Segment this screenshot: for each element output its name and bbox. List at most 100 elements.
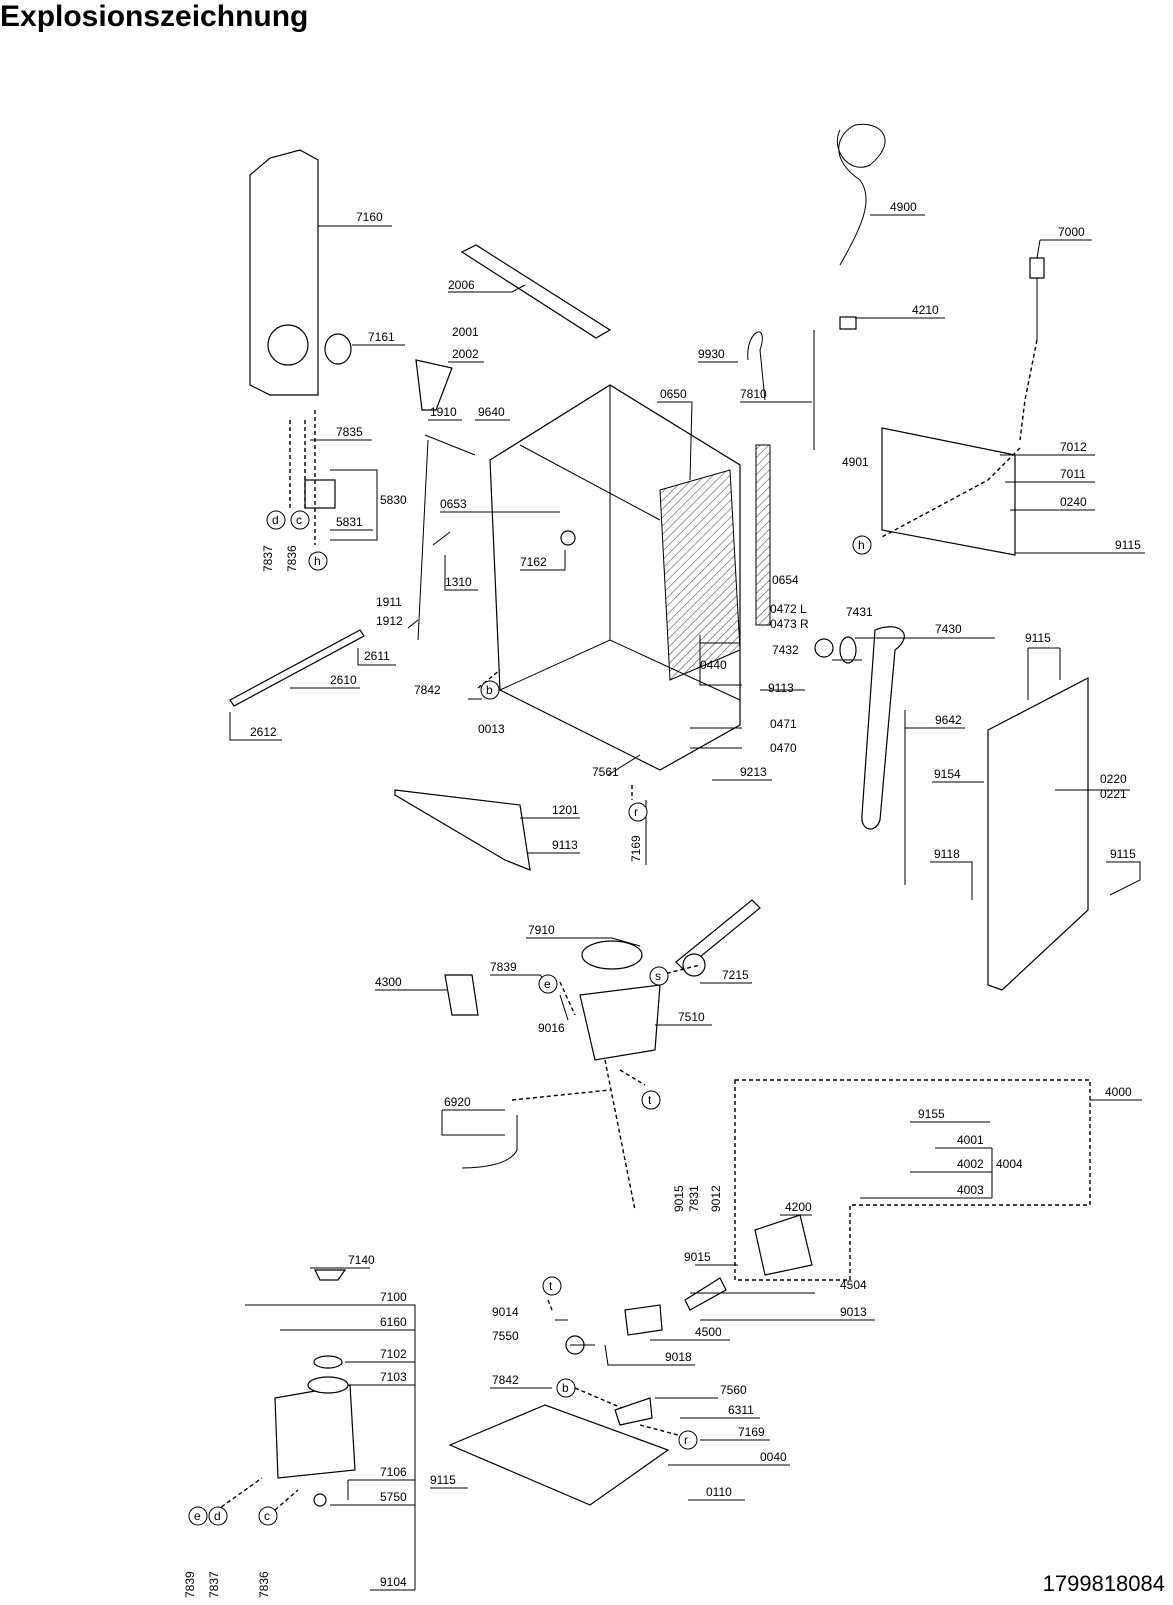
part-4200-pump <box>754 1214 813 1276</box>
callout-1911: 1911 <box>376 595 402 609</box>
marker-h-2: h <box>858 538 865 552</box>
dashed-connectors <box>209 339 1038 1516</box>
callout-9115-b: 9115 <box>1025 631 1051 645</box>
part-4504-pipe <box>684 1277 727 1311</box>
callout-labels: 7160 4900 7000 2006 4210 7161 2001 2002 … <box>183 200 1141 1598</box>
part-0220-door-panel <box>987 677 1089 991</box>
callout-7910: 7910 <box>528 923 555 937</box>
callout-7100: 7100 <box>380 1290 407 1304</box>
callout-7000: 7000 <box>1058 225 1085 239</box>
callout-7102: 7102 <box>380 1347 407 1361</box>
callout-9013: 9013 <box>840 1305 867 1319</box>
marker-e-1: e <box>544 977 551 991</box>
callout-2610: 2610 <box>330 673 357 687</box>
part-0653-seal <box>519 444 661 521</box>
callout-7103: 7103 <box>380 1370 407 1384</box>
callout-0653: 0653 <box>440 497 467 511</box>
part-7100-tank <box>274 1384 356 1479</box>
marker-d-2: d <box>214 1509 221 1523</box>
callout-2002: 2002 <box>452 347 479 361</box>
leader-lines <box>229 214 1145 1591</box>
callout-1910: 1910 <box>430 405 457 419</box>
part-0650-insulation <box>659 469 741 681</box>
part-1911-strip <box>417 439 429 641</box>
callout-7835: 7835 <box>336 425 363 439</box>
part-7835-valve <box>304 479 336 509</box>
callout-7836-b: 7836 <box>257 1571 271 1598</box>
callout-7161: 7161 <box>368 330 395 344</box>
part-4300-unit <box>444 974 479 1016</box>
part-7215-nut <box>682 953 706 977</box>
callout-7561: 7561 <box>592 765 619 779</box>
callout-4004: 4004 <box>996 1157 1023 1171</box>
marker-d-1: d <box>272 513 279 527</box>
callout-0440: 0440 <box>700 658 727 672</box>
callout-9640: 9640 <box>478 405 505 419</box>
callout-2612: 2612 <box>250 725 277 739</box>
callout-9014: 9014 <box>492 1305 519 1319</box>
part-7103-ring <box>307 1376 349 1394</box>
callout-7831: 7831 <box>687 1185 701 1212</box>
callout-4500: 4500 <box>695 1325 722 1339</box>
part-7510-sump <box>579 984 661 1061</box>
callout-9115-a: 9115 <box>1115 538 1141 552</box>
marker-b-1: b <box>486 683 493 697</box>
callout-2001: 2001 <box>452 325 479 339</box>
callout-0654: 0654 <box>772 573 799 587</box>
callout-4504: 4504 <box>840 1278 867 1292</box>
callout-7162: 7162 <box>520 555 547 569</box>
marker-s-1: s <box>655 969 661 983</box>
callout-7215: 7215 <box>722 968 749 982</box>
callout-4002: 4002 <box>957 1157 984 1171</box>
part-2610-rail <box>229 629 365 707</box>
callout-7839-b: 7839 <box>183 1571 197 1598</box>
callout-9155: 9155 <box>918 1107 945 1121</box>
part-7215-tube <box>675 899 761 971</box>
callout-9930: 9930 <box>698 347 725 361</box>
part-7000-valve <box>1029 257 1045 279</box>
marker-t-1: t <box>648 1093 652 1107</box>
page-title: Explosionszeichnung <box>0 0 309 33</box>
callout-0472: 0472 L <box>770 602 807 616</box>
callout-7560: 7560 <box>720 1383 747 1397</box>
callout-7106: 7106 <box>380 1465 407 1479</box>
callout-7837-b: 7837 <box>207 1571 221 1598</box>
part-7102-ring <box>313 1355 343 1369</box>
marker-e-2: e <box>194 1509 201 1523</box>
callout-7160: 7160 <box>356 210 383 224</box>
callout-4003: 4003 <box>957 1183 984 1197</box>
callout-0110: 0110 <box>706 1485 732 1499</box>
part-1201-cover <box>394 789 531 871</box>
document-number: 1799818084 <box>1042 1571 1165 1596</box>
callout-7842-b: 7842 <box>492 1373 519 1387</box>
part-0240-control-panel <box>881 427 1016 556</box>
callout-4200: 4200 <box>785 1200 812 1214</box>
callout-7169-a: 7169 <box>629 835 643 862</box>
callout-0220: 0220 <box>1100 772 1127 786</box>
callout-7810: 7810 <box>740 387 767 401</box>
callout-7550: 7550 <box>492 1329 519 1343</box>
callout-9015-b: 9015 <box>684 1250 711 1264</box>
callout-9016: 9016 <box>538 1021 565 1035</box>
callout-9642: 9642 <box>935 713 962 727</box>
callout-7837-a: 7837 <box>261 545 275 572</box>
callout-9018: 9018 <box>665 1350 692 1364</box>
callout-7839-a: 7839 <box>490 960 517 974</box>
callout-1201: 1201 <box>552 803 579 817</box>
callout-5750: 5750 <box>380 1490 407 1504</box>
part-4500-part <box>624 1304 663 1336</box>
callout-9213: 9213 <box>740 765 767 779</box>
callout-9113-a: 9113 <box>768 681 794 695</box>
callout-0013: 0013 <box>478 722 505 736</box>
marker-r-2: r <box>684 1433 688 1447</box>
callout-7430: 7430 <box>935 622 962 636</box>
callout-5830: 5830 <box>380 493 407 507</box>
callout-6920: 6920 <box>444 1095 471 1109</box>
callout-9015-a: 9015 <box>672 1185 686 1212</box>
callout-0471: 0471 <box>770 717 797 731</box>
part-7162-element <box>560 530 576 546</box>
callout-7169-b: 7169 <box>738 1425 765 1439</box>
callout-7836-a: 7836 <box>285 545 299 572</box>
part-4900-cable <box>836 123 886 266</box>
